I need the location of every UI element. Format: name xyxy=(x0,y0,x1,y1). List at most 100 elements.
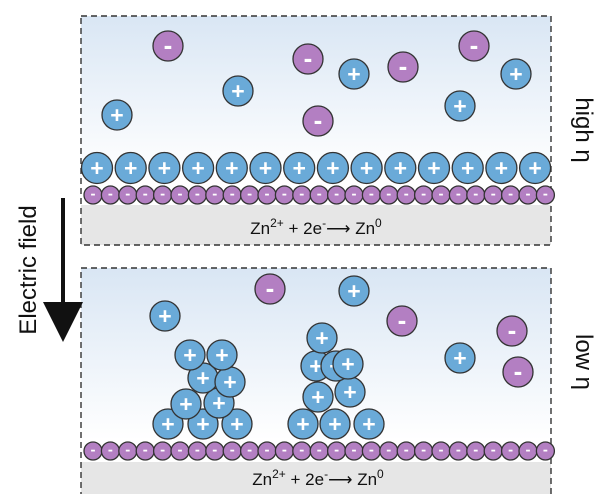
minus-sign: - xyxy=(212,186,217,203)
plus-sign: + xyxy=(158,303,171,329)
minus-sign: - xyxy=(212,442,217,459)
anion: - xyxy=(483,441,503,461)
anion: - xyxy=(500,441,521,461)
anion: - xyxy=(344,441,364,461)
anion: - xyxy=(413,185,434,205)
anion: - xyxy=(496,315,528,347)
anion: - xyxy=(100,185,121,205)
anion: - xyxy=(205,185,225,205)
minus-sign: - xyxy=(247,442,252,459)
plus-sign: + xyxy=(124,155,137,181)
minus-sign: - xyxy=(369,442,374,459)
minus-sign: - xyxy=(160,186,165,203)
minus-sign: - xyxy=(473,186,478,203)
top-electrode xyxy=(81,205,551,245)
anion: - xyxy=(379,441,399,461)
anion: - xyxy=(239,441,260,461)
eq-zn-lhs: Zn xyxy=(252,470,272,489)
anion: - xyxy=(326,441,347,461)
minus-sign: - xyxy=(178,186,183,203)
zn-cation: + xyxy=(353,408,385,440)
zn-cation: + xyxy=(287,408,319,440)
zn-cation: + xyxy=(319,408,351,440)
anion: - xyxy=(483,185,503,205)
anion: - xyxy=(535,185,556,205)
minus-sign: - xyxy=(265,186,270,203)
anion: - xyxy=(466,185,486,205)
eq-zn-lhs: Zn xyxy=(250,219,270,238)
minus-sign: - xyxy=(317,442,322,459)
minus-sign: - xyxy=(282,442,287,459)
anion: - xyxy=(274,185,295,205)
anion: - xyxy=(361,185,382,205)
minus-sign: - xyxy=(247,186,252,203)
anion: - xyxy=(344,185,364,205)
minus-sign: - xyxy=(334,442,339,459)
anion: - xyxy=(83,441,103,461)
plus-sign: + xyxy=(341,351,354,377)
plus-sign: + xyxy=(528,155,541,181)
anion: - xyxy=(187,185,208,205)
eq-zn-rhs: Zn xyxy=(352,470,377,489)
minus-sign: - xyxy=(456,186,461,203)
top-equation: Zn2+ + 2e-⟶ Zn0 xyxy=(250,216,382,238)
anion: - xyxy=(535,441,556,461)
minus-sign: - xyxy=(230,442,235,459)
minus-sign: - xyxy=(439,442,444,459)
minus-sign: - xyxy=(91,442,96,459)
top-free-ions: -----+++++ xyxy=(101,30,532,137)
zn-cation: + xyxy=(181,151,215,185)
zn-cation: + xyxy=(485,151,518,185)
plus-sign: + xyxy=(196,411,209,437)
minus-sign: - xyxy=(125,186,130,203)
eq-arrow: ⟶ xyxy=(328,470,352,489)
anion: - xyxy=(448,185,469,205)
zn-cation: + xyxy=(350,151,383,185)
plus-sign: + xyxy=(231,78,244,104)
plus-sign: + xyxy=(296,411,309,437)
minus-sign: - xyxy=(143,186,148,203)
plus-sign: + xyxy=(223,369,236,395)
zn-cation: + xyxy=(338,275,370,307)
minus-sign: - xyxy=(508,315,517,345)
zn-cation: + xyxy=(451,151,484,185)
zn-cation: + xyxy=(338,58,370,90)
plus-sign: + xyxy=(196,365,209,391)
minus-sign: - xyxy=(91,186,96,203)
anion: - xyxy=(170,441,190,461)
zn-cation: + xyxy=(80,151,114,185)
anion: - xyxy=(361,441,382,461)
anion: - xyxy=(448,441,469,461)
top-panel: --------------------------- ++++++++++++… xyxy=(80,15,556,246)
minus-sign: - xyxy=(399,51,408,81)
zn-cation: + xyxy=(101,99,133,131)
anion: - xyxy=(100,441,121,461)
anion: - xyxy=(386,305,418,337)
anion: - xyxy=(222,185,242,205)
zn-cation: + xyxy=(149,300,181,332)
plus-sign: + xyxy=(343,379,356,405)
anion: - xyxy=(396,441,416,461)
minus-sign: - xyxy=(299,186,304,203)
minus-sign: - xyxy=(352,442,357,459)
plus-sign: + xyxy=(212,390,225,416)
anion: - xyxy=(396,185,416,205)
minus-sign: - xyxy=(108,442,113,459)
minus-sign: - xyxy=(282,186,287,203)
plus-sign: + xyxy=(183,342,196,368)
zn-cation: + xyxy=(334,376,366,408)
anion: - xyxy=(118,185,138,205)
zn-cation: + xyxy=(500,58,532,90)
zn-cation: + xyxy=(249,151,282,185)
minus-sign: - xyxy=(470,30,479,60)
bottom-panel-border xyxy=(80,267,552,494)
eq-plus-electrons: + 2e xyxy=(284,219,322,238)
plus-sign: + xyxy=(362,411,375,437)
anion: - xyxy=(187,441,208,461)
plus-sign: + xyxy=(292,155,305,181)
top-cation-layer: ++++++++++++++ xyxy=(80,151,552,185)
minus-sign: - xyxy=(143,442,148,459)
minus-sign: - xyxy=(404,186,409,203)
zn-cation: + xyxy=(222,75,254,107)
